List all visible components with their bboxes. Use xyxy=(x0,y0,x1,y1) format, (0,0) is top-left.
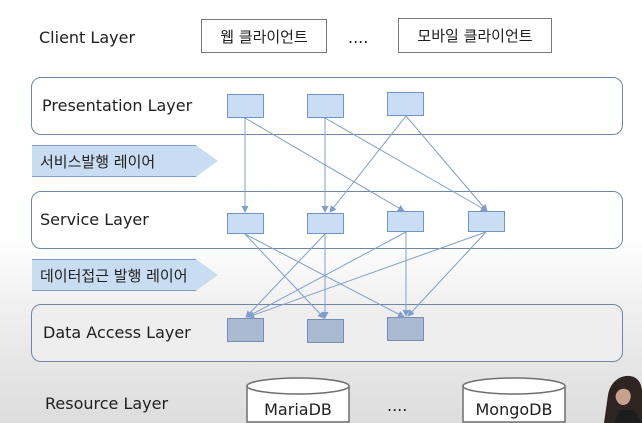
mobile-client-box: 모바일 클라이언트 xyxy=(398,18,552,53)
presentation-layer-label: Presentation Layer xyxy=(42,96,193,115)
data-access-component-3 xyxy=(387,317,424,341)
service-component-4 xyxy=(468,211,505,232)
mariadb-shape xyxy=(246,377,350,423)
mongodb-shape xyxy=(462,377,566,423)
resource-layer-label: Resource Layer xyxy=(45,394,169,413)
resource-ellipsis: .... xyxy=(387,396,408,415)
service-component-2 xyxy=(307,213,344,234)
presenter-figure xyxy=(590,364,642,423)
presentation-component-3 xyxy=(387,92,424,116)
data-access-component-1 xyxy=(227,318,264,342)
service-publish-tag: 서비스발행 레이어 xyxy=(32,145,218,177)
mariadb-cylinder: MariaDB xyxy=(246,376,350,423)
web-client-box: 웹 클라이언트 xyxy=(201,19,327,53)
mariadb-label: MariaDB xyxy=(264,400,332,419)
service-layer-label: Service Layer xyxy=(40,210,149,229)
data-access-layer-label: Data Access Layer xyxy=(43,323,191,342)
data-access-component-2 xyxy=(307,319,344,343)
service-component-3 xyxy=(387,211,424,232)
mongodb-label: MongoDB xyxy=(475,400,553,419)
data-access-publish-tag: 데이터접근 발행 레이어 xyxy=(32,259,218,291)
presentation-component-2 xyxy=(307,94,344,118)
mongodb-cylinder: MongoDB xyxy=(462,376,566,423)
client-ellipsis: .... xyxy=(348,28,369,47)
presentation-component-1 xyxy=(227,94,264,118)
client-layer-label: Client Layer xyxy=(39,28,136,47)
service-component-1 xyxy=(227,213,264,234)
